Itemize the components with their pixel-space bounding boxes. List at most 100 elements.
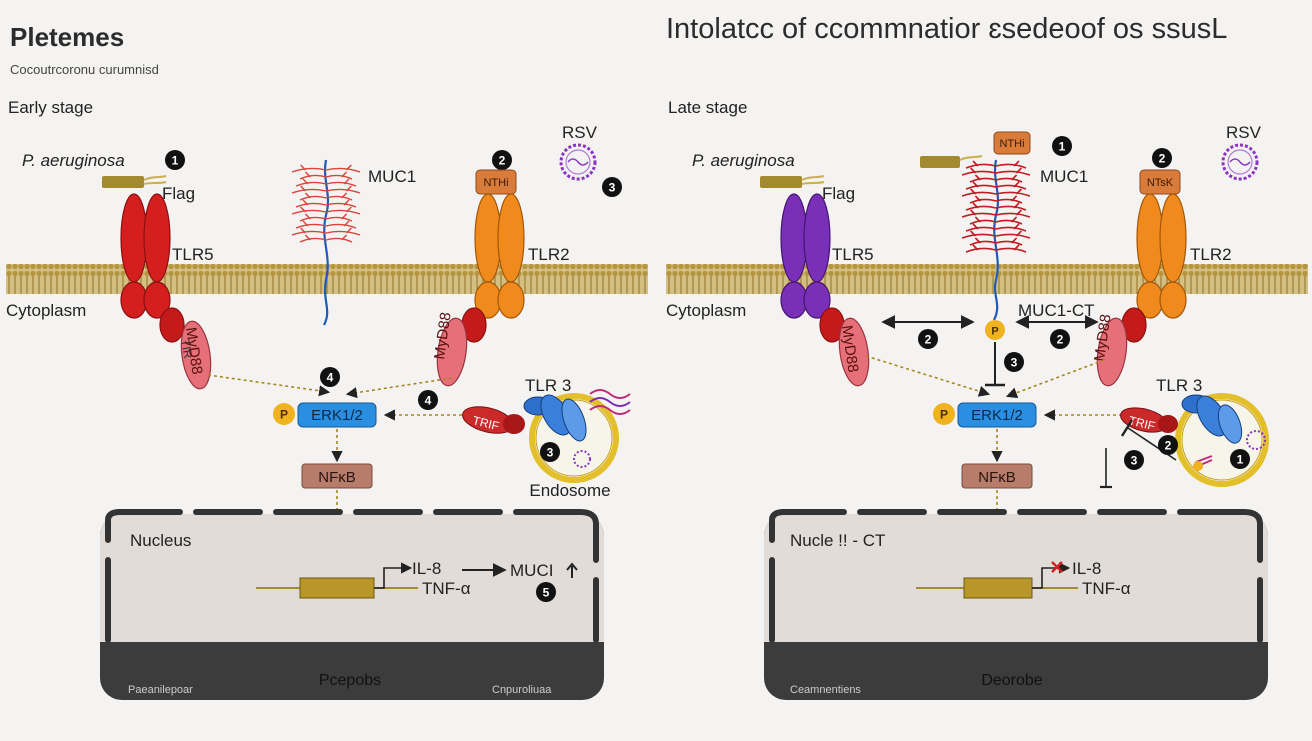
tlr2-receptor (1096, 193, 1187, 387)
step-badge-label: 2 (1057, 333, 1064, 347)
il8-label: IL-8 (412, 559, 441, 578)
erk-box (297, 402, 377, 428)
step-badge (1004, 352, 1024, 372)
step-badge-label: 2 (1159, 152, 1166, 166)
endosome (529, 393, 619, 483)
tlr3-label: TLR 3 (525, 376, 571, 395)
rsv-virus-small-icon (573, 450, 591, 468)
erk-label: ERK1/2 (971, 407, 1023, 424)
step-badge-label: 1 (1237, 453, 1244, 467)
myd88-label: MyD88 (838, 324, 861, 373)
base-center-label: Deorobe (981, 672, 1042, 689)
nfkb-label: NFκB (978, 469, 1016, 486)
base-left-label: Ceamnentiens (790, 684, 861, 696)
step-badge-label: 1 (1059, 140, 1066, 154)
nthi-label: NTHi (483, 177, 508, 189)
left-subtitle: Cocoutrcoronu curumnisd (10, 62, 159, 77)
nucleus-label: Nucle !! - CT (790, 531, 885, 550)
pathogen-label: P. aeruginosa (692, 151, 795, 170)
rsv-virus-icon (559, 143, 597, 181)
step-badge (536, 582, 556, 602)
myd88-label: MyD88 (182, 326, 205, 375)
endosome-label: Endosome (529, 481, 610, 500)
step-badge (602, 177, 622, 197)
step-badge-label: 2 (925, 333, 932, 347)
muc1-molecule (961, 159, 1031, 321)
phospho-badge (933, 403, 955, 425)
step-badge-label: 4 (327, 371, 334, 385)
blocked-icon (1051, 561, 1063, 573)
erk-box (957, 402, 1037, 428)
il8-label: IL-8 (1072, 559, 1101, 578)
cytoplasm-label: Cytoplasm (6, 301, 86, 320)
trif-adaptor (462, 406, 525, 434)
step-badge-label: 4 (425, 394, 432, 408)
erk-label: ERK1/2 (311, 407, 363, 424)
flagellin-icon (760, 175, 825, 188)
step-badge (1152, 148, 1172, 168)
flagellin-icon-2 (920, 155, 983, 168)
myd88-label-2: MyD88 (431, 311, 454, 360)
step-badge-label: 2 (499, 154, 506, 168)
step-badge (1158, 435, 1178, 455)
nfkb-box (301, 463, 373, 489)
myd88-label-2: MyD88 (1091, 313, 1114, 362)
trif-adaptor (1120, 407, 1178, 433)
tlr5-label: TLR5 (832, 245, 874, 264)
inhibition-bar (1120, 419, 1134, 437)
step-badge (1052, 136, 1072, 156)
muci-label: MUCI (510, 561, 553, 580)
step-badge (1124, 450, 1144, 470)
late-stage-label: Late stage (668, 98, 747, 117)
nfkb-box (961, 463, 1033, 489)
nthi-bacterium (475, 169, 517, 195)
early-stage-panel: Early stage Cytoplasm P. aeruginosa 1 Fl… (6, 98, 648, 700)
gene-promoter (299, 577, 375, 599)
signal-arrow (1005, 359, 1105, 399)
tlr2-label: TLR2 (1190, 245, 1232, 264)
step-badge (165, 150, 185, 170)
phospho-label-2: P (940, 408, 948, 422)
step-badge (1050, 329, 1070, 349)
muc1-ct-label: MUC1-CT (1018, 301, 1095, 320)
step-badge (418, 390, 438, 410)
tlr2-receptor (436, 193, 525, 387)
rsv-virus-small-icon (1246, 430, 1266, 450)
step-badge (918, 329, 938, 349)
step-badge (540, 442, 560, 462)
rsv-virus-icon (1221, 143, 1259, 181)
rsv-label: RSV (1226, 123, 1262, 142)
step-badge (320, 367, 340, 387)
phospho-badge (985, 320, 1005, 340)
nthi-label: NTHi (999, 138, 1024, 150)
tlr3-receptor (1181, 394, 1243, 444)
right-title: Intolatcc of ccommnatior ɛsedeoof os ssu… (666, 13, 1227, 45)
step-badge-label: 1 (172, 154, 179, 168)
signal-arrow (207, 374, 331, 397)
tlr3-receptor (523, 394, 587, 442)
base-right-label: Cnpuroliuaa (492, 684, 552, 696)
tnfa-label: TNF-α (1082, 579, 1131, 598)
muc1-molecule (291, 159, 361, 326)
base-left-label: Paeanilepoar (128, 684, 193, 696)
step-badge (492, 150, 512, 170)
tir-label: TIR (178, 338, 195, 360)
nucleus-label: Nucleus (130, 531, 191, 550)
signal-arrow (345, 377, 453, 399)
flag-label: Flag (822, 184, 855, 203)
cell-membrane (666, 264, 1308, 294)
nthi2-label: NTsK (1147, 177, 1174, 189)
rsv-label: RSV (562, 123, 598, 142)
step-badge-label: 3 (1131, 454, 1138, 468)
phospho-label: P (280, 408, 288, 422)
step-badge-label: 3 (1011, 356, 1018, 370)
tlr5-receptor (120, 193, 212, 390)
phospho-badge (273, 403, 295, 425)
tlr3-label: TLR 3 (1156, 376, 1202, 395)
trif-label: TRIF (1127, 413, 1156, 433)
nfkb-label: NFκB (318, 469, 356, 486)
step-badge-label: 2 (1165, 439, 1172, 453)
muc1-label: MUC1 (368, 167, 416, 186)
tlr2-label: TLR2 (528, 245, 570, 264)
